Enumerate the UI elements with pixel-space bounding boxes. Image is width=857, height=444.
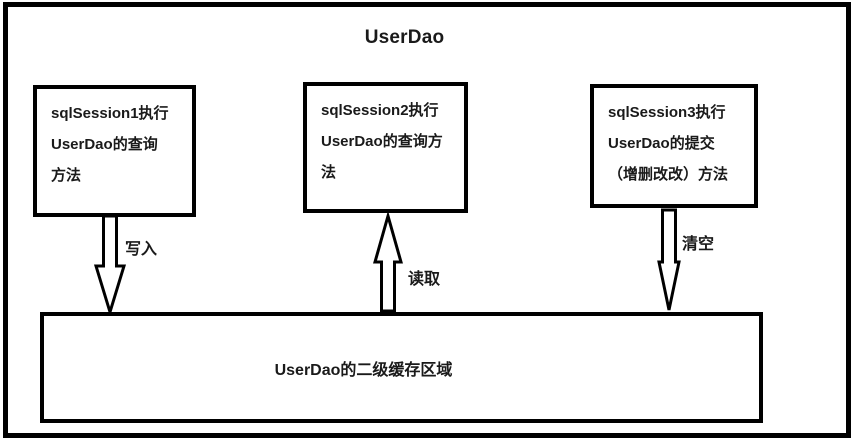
write-down-arrow-icon bbox=[93, 214, 127, 318]
sqlsession1-box: sqlSession1执行 UserDao的查询 方法 bbox=[33, 85, 196, 217]
sqlsession3-line-1: sqlSession3执行 bbox=[608, 104, 726, 121]
sqlsession1-line-1: sqlSession1执行 bbox=[51, 105, 169, 122]
sqlsession1-line-2: UserDao的查询 bbox=[51, 136, 158, 153]
cache-region-box: UserDao的二级缓存区域 bbox=[40, 312, 763, 423]
sqlsession3-line-2: UserDao的提交 bbox=[608, 135, 715, 152]
sqlsession2-box: sqlSession2执行 UserDao的查询方 法 bbox=[303, 82, 468, 213]
clear-arrow-label: 清空 bbox=[682, 236, 715, 253]
read-up-arrow-icon bbox=[373, 210, 403, 313]
diagram-title: UserDao bbox=[364, 27, 445, 48]
clear-down-arrow-icon bbox=[657, 208, 681, 311]
sqlsession2-line-2: UserDao的查询方 bbox=[321, 133, 443, 150]
cache-region-label: UserDao的二级缓存区域 bbox=[274, 361, 453, 379]
write-arrow-label: 写入 bbox=[125, 241, 158, 258]
sqlsession3-box: sqlSession3执行 UserDao的提交 （增删改改）方法 bbox=[590, 84, 758, 208]
sqlsession3-line-3: （增删改改）方法 bbox=[608, 166, 729, 183]
sqlsession2-line-3: 法 bbox=[321, 164, 337, 181]
sqlsession1-line-3: 方法 bbox=[51, 167, 82, 184]
sqlsession2-line-1: sqlSession2执行 bbox=[321, 102, 439, 119]
read-arrow-label: 读取 bbox=[408, 271, 441, 288]
